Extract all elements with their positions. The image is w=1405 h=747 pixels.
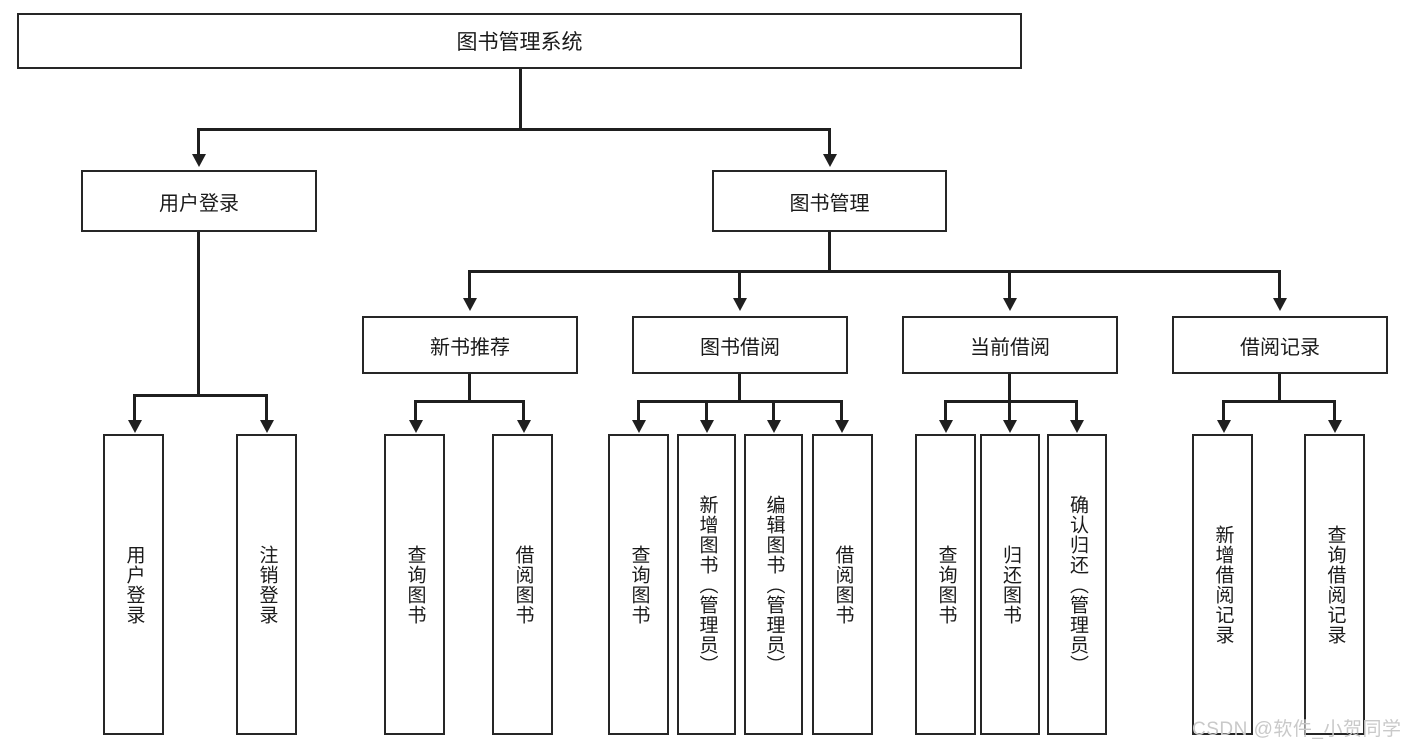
arrowhead-bm-to-borrow-record — [1273, 298, 1287, 311]
leaf-book-borrow-0[interactable]: 查询图书 — [608, 434, 669, 735]
leaf-current-borrow-2[interactable]: 确认归还（管理员） — [1047, 434, 1107, 735]
leaf-current-borrow-0[interactable]: 查询图书 — [915, 434, 976, 735]
node-label: 归还图书 — [999, 544, 1021, 625]
node-label: 查询借阅记录 — [1324, 524, 1346, 645]
node-label: 借阅图书 — [512, 544, 534, 625]
arrowhead-user-login-to-leaf-1 — [260, 420, 274, 433]
arrowhead-new-book-to-leaf-0 — [409, 420, 423, 433]
node-current-borrow[interactable]: 当前借阅 — [902, 316, 1118, 374]
node-label: 图书管理 — [789, 192, 870, 215]
edge-borrow-record-bus — [1222, 400, 1336, 403]
node-label: 查询图书 — [935, 544, 957, 625]
arrowhead-book-borrow-to-leaf-2 — [767, 420, 781, 433]
edge-user-login-to-leaf-0 — [133, 394, 136, 422]
leaf-user-login-1[interactable]: 注销登录 — [236, 434, 297, 735]
arrowhead-borrow-record-to-leaf-1 — [1328, 420, 1342, 433]
arrowhead-user-login-to-leaf-0 — [128, 420, 142, 433]
leaf-new-book-recommend-1[interactable]: 借阅图书 — [492, 434, 553, 735]
edge-book-management-stem — [828, 232, 831, 272]
node-user-login[interactable]: 用户登录 — [81, 170, 317, 232]
node-book-borrow[interactable]: 图书借阅 — [632, 316, 848, 374]
leaf-new-book-recommend-0[interactable]: 查询图书 — [384, 434, 445, 735]
node-label: 图书管理系统 — [456, 31, 583, 54]
leaf-user-login-0[interactable]: 用户登录 — [103, 434, 164, 735]
edge-new-book-stem — [468, 374, 471, 402]
edge-new-book-to-leaf-0 — [414, 400, 417, 422]
node-label: 图书借阅 — [700, 336, 780, 359]
arrowhead-current-borrow-to-leaf-0 — [939, 420, 953, 433]
edge-bm-to-new-book — [468, 270, 471, 300]
edge-current-borrow-to-leaf-1 — [1008, 400, 1011, 422]
edge-user-login-bus — [133, 394, 266, 397]
edge-borrow-record-to-leaf-1 — [1333, 400, 1336, 422]
edge-book-management-bus — [468, 270, 1281, 273]
edge-book-borrow-stem — [738, 374, 741, 402]
leaf-borrow-record-0[interactable]: 新增借阅记录 — [1192, 434, 1253, 735]
edge-book-borrow-to-leaf-2 — [772, 400, 775, 422]
csdn-watermark: CSDN @软件_小贺同学 — [1192, 719, 1402, 740]
edge-current-borrow-stem — [1008, 374, 1011, 402]
edge-current-borrow-to-leaf-2 — [1075, 400, 1078, 422]
edge-book-borrow-bus — [637, 400, 843, 403]
edge-root-stem — [519, 69, 522, 129]
arrowhead-bm-to-book-borrow — [733, 298, 747, 311]
arrowhead-bm-to-new-book — [463, 298, 477, 311]
leaf-borrow-record-1[interactable]: 查询借阅记录 — [1304, 434, 1365, 735]
node-label: 查询图书 — [628, 544, 650, 625]
edge-new-book-bus — [414, 400, 525, 403]
edge-book-borrow-to-leaf-1 — [705, 400, 708, 422]
arrowhead-root-to-book-management — [823, 154, 837, 167]
edge-borrow-record-to-leaf-0 — [1222, 400, 1225, 422]
edge-user-login-stem — [197, 232, 200, 396]
node-label: 查询图书 — [404, 544, 426, 625]
edge-bm-to-book-borrow — [738, 270, 741, 300]
edge-new-book-to-leaf-1 — [522, 400, 525, 422]
edge-bm-to-current-borrow — [1008, 270, 1011, 300]
node-new-book-recommend[interactable]: 新书推荐 — [362, 316, 578, 374]
edge-current-borrow-to-leaf-0 — [944, 400, 947, 422]
edge-current-borrow-bus — [944, 400, 1078, 403]
node-label: 新书推荐 — [430, 336, 510, 359]
leaf-book-borrow-1[interactable]: 新增图书（管理员） — [677, 434, 736, 735]
node-label: 新增借阅记录 — [1212, 524, 1234, 645]
edge-root-to-book-management — [828, 128, 831, 156]
arrowhead-borrow-record-to-leaf-0 — [1217, 420, 1231, 433]
edge-book-borrow-to-leaf-0 — [637, 400, 640, 422]
node-label: 用户登录 — [123, 544, 145, 625]
leaf-current-borrow-1[interactable]: 归还图书 — [980, 434, 1040, 735]
node-root-book-management-system[interactable]: 图书管理系统 — [17, 13, 1022, 69]
arrowhead-book-borrow-to-leaf-1 — [700, 420, 714, 433]
arrowhead-book-borrow-to-leaf-3 — [835, 420, 849, 433]
node-label: 借阅记录 — [1240, 336, 1320, 359]
node-label: 借阅图书 — [832, 544, 854, 625]
edge-book-borrow-to-leaf-3 — [840, 400, 843, 422]
edge-user-login-to-leaf-1 — [265, 394, 268, 422]
node-label: 注销登录 — [256, 544, 278, 625]
node-book-management[interactable]: 图书管理 — [712, 170, 947, 232]
arrowhead-current-borrow-to-leaf-1 — [1003, 420, 1017, 433]
leaf-book-borrow-3[interactable]: 借阅图书 — [812, 434, 873, 735]
node-label: 当前借阅 — [970, 336, 1050, 359]
node-borrow-record[interactable]: 借阅记录 — [1172, 316, 1388, 374]
arrowhead-root-to-user-login — [192, 154, 206, 167]
arrowhead-new-book-to-leaf-1 — [517, 420, 531, 433]
edge-borrow-record-stem — [1278, 374, 1281, 402]
edge-root-to-user-login — [197, 128, 200, 156]
node-label: 新增图书（管理员） — [696, 494, 718, 675]
node-label: 编辑图书（管理员） — [763, 494, 785, 675]
edge-bm-to-borrow-record — [1278, 270, 1281, 300]
arrowhead-bm-to-current-borrow — [1003, 298, 1017, 311]
leaf-book-borrow-2[interactable]: 编辑图书（管理员） — [744, 434, 803, 735]
arrowhead-current-borrow-to-leaf-2 — [1070, 420, 1084, 433]
node-label: 确认归还（管理员） — [1066, 494, 1088, 675]
edge-root-bus — [197, 128, 831, 131]
arrowhead-book-borrow-to-leaf-0 — [632, 420, 646, 433]
node-label: 用户登录 — [159, 192, 239, 215]
